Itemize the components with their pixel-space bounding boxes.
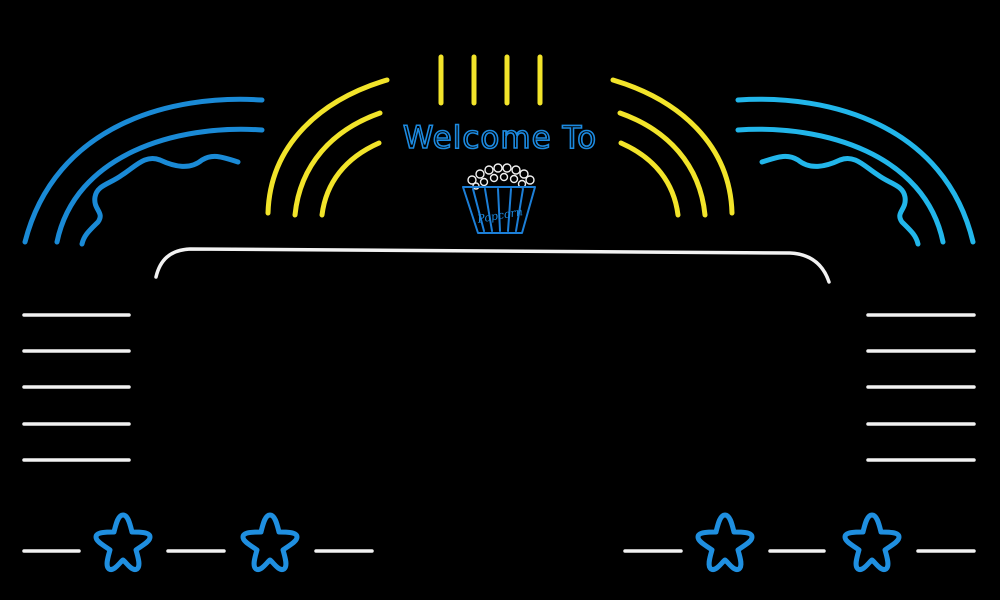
left-arch-wave: [79, 153, 241, 247]
yellow-arc-left-inner: [319, 140, 382, 218]
left-arches: [22, 96, 265, 247]
star-icon: [698, 515, 752, 570]
yellow-arcs-right: [610, 77, 735, 218]
yellow-arcs-left: [265, 77, 390, 218]
yellow-arc-right-outer: [610, 77, 735, 216]
headline-text: Welcome To: [403, 120, 597, 156]
left-arch-outer: [22, 96, 265, 245]
right-arch-wave: [759, 153, 921, 247]
yellow-arc-right-middle: [617, 110, 708, 218]
right-arch-outer: [735, 96, 976, 245]
right-bars: [866, 313, 976, 462]
star-icon: [243, 515, 297, 570]
left-arch-middle: [54, 126, 265, 245]
right-arches: [735, 96, 976, 247]
popcorn-box: [462, 186, 536, 234]
popcorn-icon: Popcorn: [462, 163, 536, 234]
star-icon: [845, 515, 899, 570]
yellow-arc-right-inner: [618, 140, 681, 218]
star-icon: [96, 515, 150, 570]
popcorn-box-stripes: [472, 188, 524, 232]
right-arch-middle: [735, 126, 946, 245]
left-bars: [22, 313, 131, 462]
yellow-arc-left-outer: [265, 77, 390, 216]
yellow-bars: [438, 54, 543, 106]
marquee-frame: [154, 247, 831, 284]
popcorn-kernels: [467, 163, 535, 190]
yellow-arc-left-middle: [292, 110, 383, 218]
